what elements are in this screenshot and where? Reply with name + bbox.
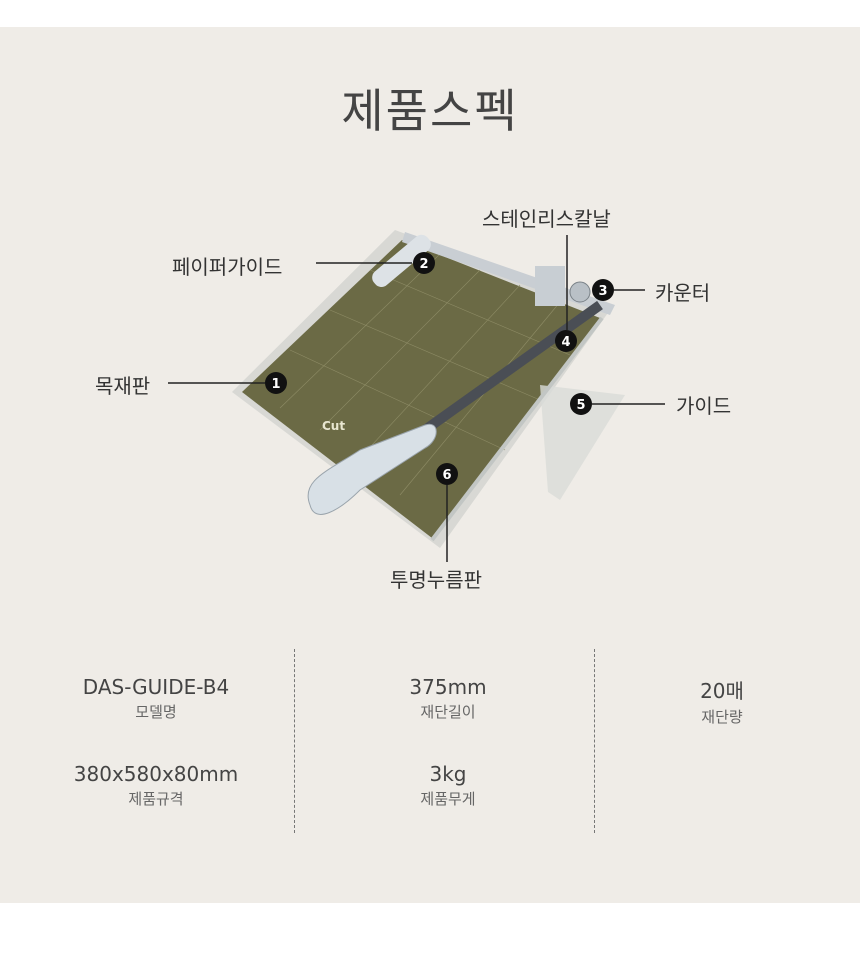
column-divider [594,649,595,833]
guide-plate [540,385,625,500]
marker-5: 5 [576,398,585,413]
spec-cut-capacity: 20매 재단량 [572,675,860,727]
counter-housing [535,266,565,306]
column-divider [294,649,295,833]
mat-grid [279,253,571,496]
page-title: 제품스펙 [341,84,519,138]
spec-value: 20매 [700,679,744,703]
label-guide: 가이드 [676,394,732,418]
marker-3: 3 [598,284,607,299]
clear-press-plate [430,316,604,542]
spec-key: 제품무게 [420,790,476,808]
label-clear-press-plate: 투명누름판 [390,568,482,592]
spec-value: 380x580x80mm [73,762,239,786]
spec-value: 375mm [409,675,487,699]
spec-weight: 3kg 제품무게 [298,762,598,809]
marker-2: 2 [419,257,428,272]
label-paper-guide: 페이퍼가이드 [172,255,283,279]
blade-handle [307,423,437,515]
label-wood-board: 목재판 [95,374,151,398]
spec-cut-length: 375mm 재단길이 [298,675,598,722]
paper-guide [372,234,431,288]
paper-cutter-image: Cut [232,230,625,548]
cutting-mat [242,240,600,538]
spec-value: DAS-GUIDE-B4 [82,675,230,699]
spec-key: 모델명 [135,703,177,721]
spec-model: DAS-GUIDE-B4 모델명 [6,675,306,722]
marker-1: 1 [271,377,280,392]
label-counter: 카운터 [655,281,711,305]
marker-4: 4 [561,335,570,350]
spec-key: 재단길이 [420,703,476,721]
stainless-blade [422,300,603,435]
spec-dimensions: 380x580x80mm 제품규격 [6,762,306,809]
marker-6: 6 [442,468,451,483]
product-logo: Cut [322,419,345,433]
label-stainless-blade: 스테인리스칼날 [482,207,611,231]
spec-value: 3kg [429,762,467,786]
spec-key: 제품규격 [128,790,184,808]
spec-key: 재단량 [701,708,743,726]
callout-lines: 1 2 3 4 5 6 [168,235,665,562]
counter [569,281,591,303]
